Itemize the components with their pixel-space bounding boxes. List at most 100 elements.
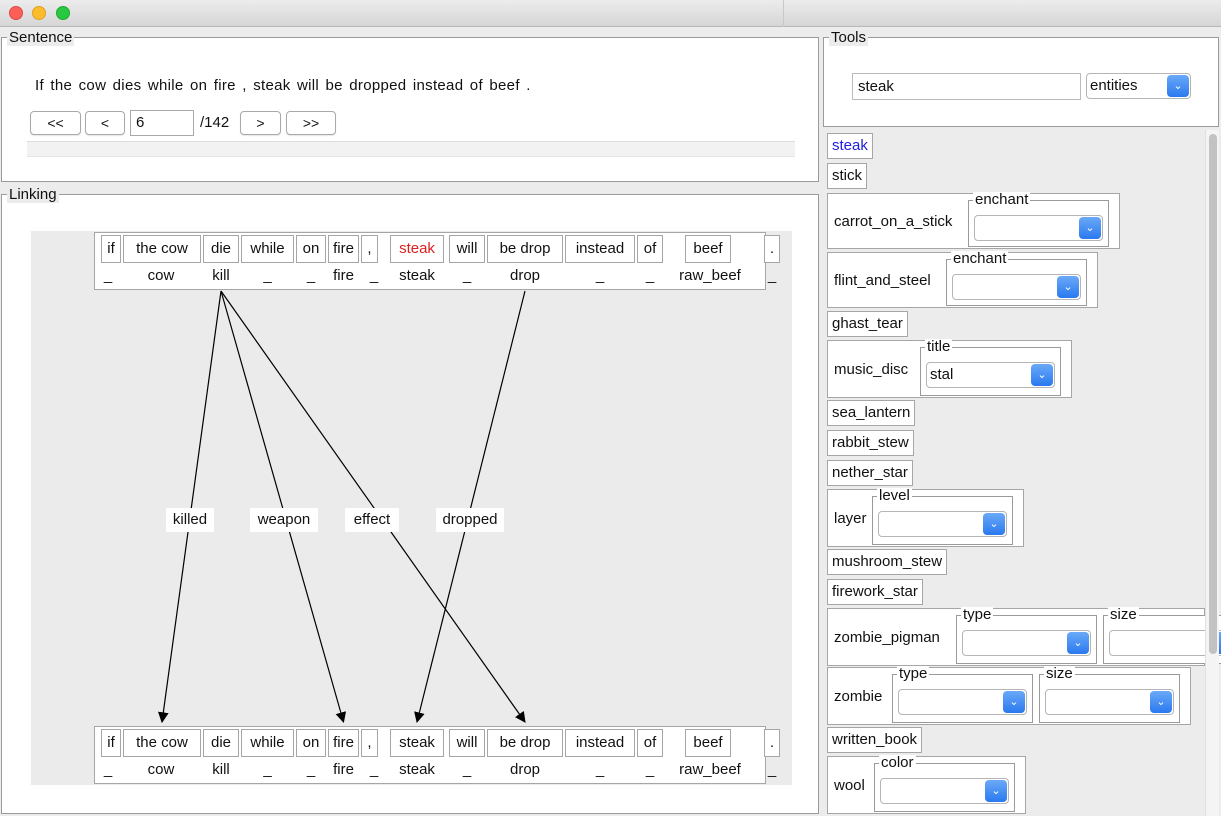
tools-panel-title: Tools: [829, 29, 869, 46]
source-token[interactable]: on: [296, 235, 326, 263]
source-token[interactable]: .: [764, 235, 780, 263]
entity-name: music_disc: [834, 361, 909, 378]
target-token-lemma: drop: [509, 761, 541, 778]
field-label: enchant: [951, 250, 1009, 267]
source-token[interactable]: steak: [390, 235, 444, 263]
entity-list-scrollbar[interactable]: [1205, 130, 1219, 816]
entity-item-stick[interactable]: stick: [827, 163, 867, 189]
entity-item-ghast_tear[interactable]: ghast_tear: [827, 311, 908, 337]
source-token[interactable]: beef: [685, 235, 731, 263]
target-token[interactable]: fire: [328, 729, 359, 757]
target-token-lemma: _: [369, 761, 379, 778]
source-token-lemma: drop: [509, 267, 541, 284]
entity-item-sea_lantern[interactable]: sea_lantern: [827, 400, 916, 426]
field-type-select[interactable]: ⌄: [898, 689, 1027, 715]
target-token-lemma: fire: [333, 761, 354, 778]
mode-select[interactable]: entities ⌄: [1086, 73, 1191, 99]
source-token[interactable]: will: [449, 235, 485, 263]
entity-item-mushroom_stew[interactable]: mushroom_stew: [827, 549, 948, 575]
entity-item-nether_star[interactable]: nether_star: [827, 460, 913, 486]
field-enchant-select[interactable]: ⌄: [952, 274, 1081, 300]
source-token[interactable]: ,: [361, 235, 378, 263]
field-size-select[interactable]: ⌄: [1045, 689, 1174, 715]
source-token[interactable]: instead: [565, 235, 635, 263]
target-token[interactable]: if: [101, 729, 121, 757]
field-label: type: [961, 606, 994, 623]
scrollbar-thumb[interactable]: [1209, 134, 1217, 654]
target-token[interactable]: die: [203, 729, 239, 757]
field-size-select[interactable]: ⌄: [1109, 630, 1221, 656]
target-token[interactable]: instead: [565, 729, 635, 757]
target-token-lemma: steak: [399, 761, 435, 778]
target-token[interactable]: steak: [390, 729, 444, 757]
source-token[interactable]: the cow: [123, 235, 201, 263]
target-token[interactable]: be drop: [487, 729, 563, 757]
field-label: enchant: [973, 191, 1031, 208]
last-page-button[interactable]: >>: [286, 111, 336, 135]
target-token[interactable]: .: [764, 729, 780, 757]
first-page-button[interactable]: <<: [30, 111, 81, 135]
target-token[interactable]: on: [296, 729, 326, 757]
target-token[interactable]: while: [241, 729, 294, 757]
field-type: type ⌄: [892, 666, 1033, 723]
target-token[interactable]: the cow: [123, 729, 201, 757]
link-label-effect[interactable]: effect: [345, 508, 399, 532]
source-token[interactable]: of: [637, 235, 663, 263]
chevron-down-icon: ⌄: [983, 513, 1005, 535]
source-token-lemma: _: [103, 267, 113, 284]
target-token-lemma: _: [645, 761, 655, 778]
link-arrow-weapon[interactable]: [220, 290, 347, 724]
field-enchant: enchant ⌄: [946, 251, 1087, 306]
link-arrow-effect[interactable]: [220, 290, 526, 723]
field-enchant-select[interactable]: ⌄: [974, 215, 1103, 241]
link-label-weapon[interactable]: weapon: [250, 508, 318, 532]
sentence-text: If the cow dies while on fire , steak wi…: [35, 77, 531, 94]
target-token[interactable]: of: [637, 729, 663, 757]
field-label: type: [897, 665, 930, 682]
link-label-dropped[interactable]: dropped: [436, 508, 504, 532]
source-token-lemma: cow: [147, 267, 175, 284]
source-token[interactable]: while: [241, 235, 294, 263]
minimize-window-button[interactable]: [32, 6, 46, 20]
link-label-killed[interactable]: killed: [166, 508, 214, 532]
entity-item-written_book[interactable]: written_book: [827, 727, 923, 753]
field-enchant: enchant ⌄: [968, 192, 1109, 247]
link-arrow-dropped[interactable]: [414, 290, 526, 724]
entity-item-firework_star[interactable]: firework_star: [827, 579, 923, 605]
target-token-lemma: _: [306, 761, 316, 778]
source-token[interactable]: fire: [328, 235, 359, 263]
link-arrow-killed[interactable]: [157, 290, 222, 724]
entity-name: zombie: [834, 688, 883, 705]
target-token-lemma: kill: [212, 761, 230, 778]
prev-page-button[interactable]: <: [85, 111, 125, 135]
field-type-select[interactable]: ⌄: [962, 630, 1091, 656]
page-number-input[interactable]: 6: [130, 110, 194, 136]
field-color-select[interactable]: ⌄: [880, 778, 1009, 804]
source-token[interactable]: be drop: [487, 235, 563, 263]
target-token-lemma: cow: [147, 761, 175, 778]
zoom-window-button[interactable]: [56, 6, 70, 20]
target-token[interactable]: will: [449, 729, 485, 757]
chevron-down-icon: ⌄: [1167, 75, 1189, 97]
entity-search-input[interactable]: steak: [852, 73, 1081, 100]
next-page-button[interactable]: >: [240, 111, 281, 135]
field-title-select[interactable]: stal⌄: [926, 362, 1055, 388]
source-token[interactable]: die: [203, 235, 239, 263]
close-window-button[interactable]: [9, 6, 23, 20]
field-size: size⌄: [1039, 666, 1180, 723]
source-token[interactable]: if: [101, 235, 121, 263]
entity-item-steak[interactable]: steak: [827, 133, 873, 159]
entity-item-rabbit_stew[interactable]: rabbit_stew: [827, 430, 914, 456]
target-token[interactable]: ,: [361, 729, 378, 757]
target-token[interactable]: beef: [685, 729, 731, 757]
linking-canvas[interactable]: [31, 231, 792, 785]
titlebar-divider: [783, 0, 784, 27]
field-level-select[interactable]: ⌄: [878, 511, 1007, 537]
